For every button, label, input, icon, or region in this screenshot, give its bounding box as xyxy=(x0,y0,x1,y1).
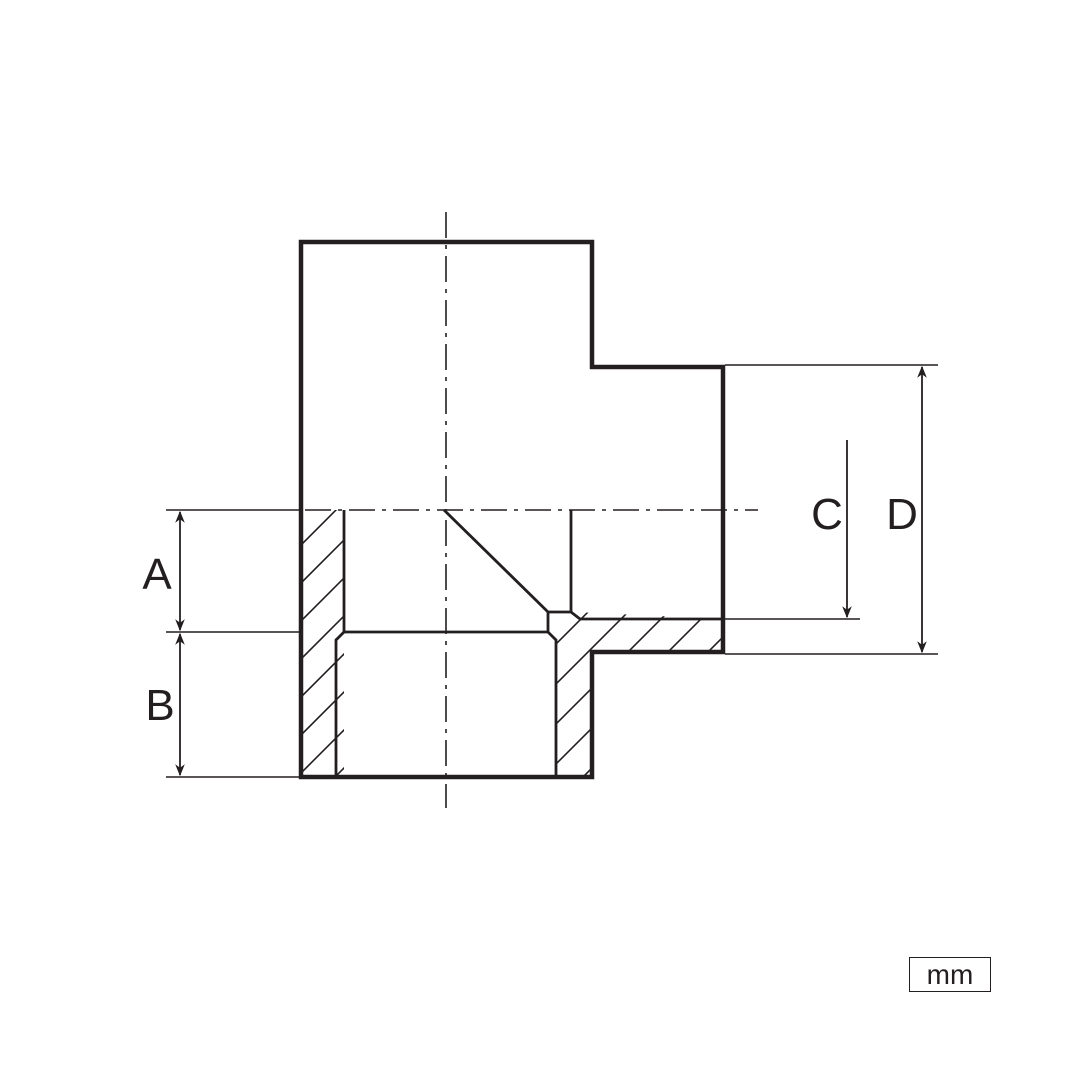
dimension-c-label: C xyxy=(811,490,843,539)
inner-section-lines xyxy=(334,509,723,777)
dimension-d-label: D xyxy=(886,490,918,539)
extension-lines xyxy=(166,364,938,778)
dimension-b-label: B xyxy=(145,681,174,730)
dimension-lines xyxy=(175,365,927,777)
hatch-right-wall xyxy=(556,612,723,777)
unit-label-box: mm xyxy=(909,957,991,992)
dimension-a-label: A xyxy=(142,550,172,599)
center-lines xyxy=(305,212,758,808)
tee-outline xyxy=(298,239,726,780)
unit-label: mm xyxy=(926,958,974,990)
hatch-left-wall xyxy=(301,510,344,777)
